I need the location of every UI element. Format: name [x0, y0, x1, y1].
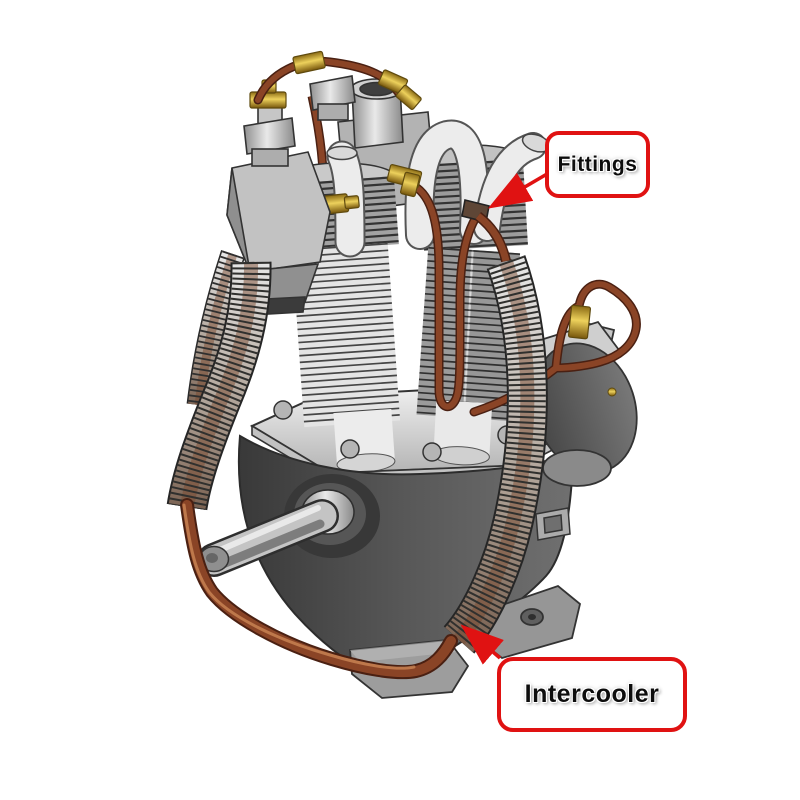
intercooler-arrow — [460, 624, 504, 665]
copper-u-tube-bottom — [180, 498, 458, 680]
fittings-arrow — [487, 172, 548, 209]
unloader-copper-loop — [469, 279, 641, 417]
intercooler-coil-right — [443, 255, 548, 654]
callout-intercooler: Intercooler — [497, 657, 687, 732]
callout-fittings-label: Fittings — [557, 152, 638, 176]
callout-fittings: Fittings — [545, 131, 650, 198]
brass-valve-fitting — [567, 304, 592, 340]
callout-arrows — [460, 172, 548, 665]
intercooler-coil-left-rear — [186, 250, 245, 407]
right-cylinder — [416, 246, 521, 466]
intercooler-coil-left — [166, 261, 272, 511]
callout-intercooler-label: Intercooler — [524, 680, 660, 708]
drive-shaft — [197, 474, 380, 577]
discharge-copper-and-fittings — [301, 164, 511, 411]
brass-union — [395, 84, 422, 110]
brass-union — [292, 50, 326, 75]
brass-elbow-fitting — [386, 164, 423, 198]
oil-plug — [535, 507, 571, 541]
air-elbow-pipes — [326, 119, 551, 258]
left-cylinder — [291, 242, 401, 473]
copper-jumper-tube — [253, 50, 422, 110]
